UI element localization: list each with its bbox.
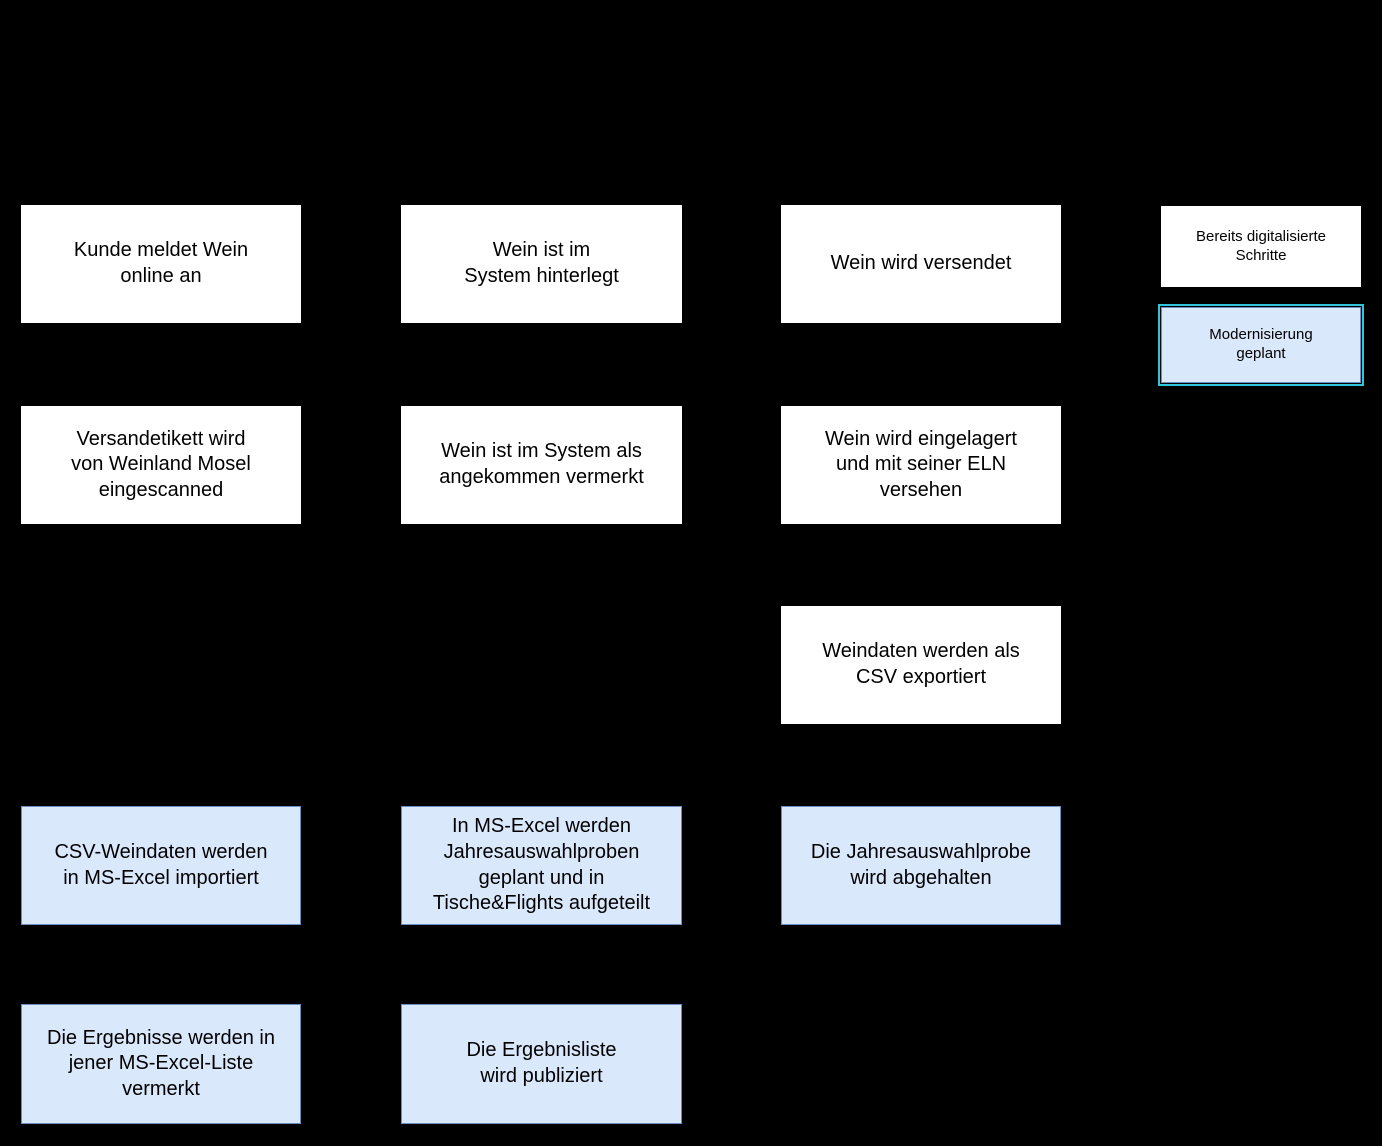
- legend-item-digitized[interactable]: Bereits digitalisierte Schritte: [1161, 206, 1361, 287]
- process-node-jahresauswahlproben-geplant[interactable]: In MS-Excel werden Jahresauswahlproben g…: [401, 806, 682, 925]
- process-node-ergebnisse-vermerkt[interactable]: Die Ergebnisse werden in jener MS-Excel-…: [21, 1004, 301, 1124]
- process-node-kunde-meldet-wein[interactable]: Kunde meldet Wein online an: [21, 205, 301, 323]
- process-node-csv-weindaten-import[interactable]: CSV-Weindaten werden in MS-Excel importi…: [21, 806, 301, 925]
- process-node-wein-im-system-hinterlegt[interactable]: Wein ist im System hinterlegt: [401, 205, 682, 323]
- process-node-versandetikett-eingescanned[interactable]: Versandetikett wird von Weinland Mosel e…: [21, 406, 301, 524]
- process-node-wein-wird-versendet[interactable]: Wein wird versendet: [781, 205, 1061, 323]
- process-node-jahresauswahlprobe-abgehalten[interactable]: Die Jahresauswahlprobe wird abgehalten: [781, 806, 1061, 925]
- legend-item-planned[interactable]: Modernisierung geplant: [1161, 307, 1361, 383]
- process-node-weindaten-csv-export[interactable]: Weindaten werden als CSV exportiert: [781, 606, 1061, 724]
- process-node-wein-eingelagert-eln[interactable]: Wein wird eingelagert und mit seiner ELN…: [781, 406, 1061, 524]
- process-node-ergebnisliste-publiziert[interactable]: Die Ergebnisliste wird publiziert: [401, 1004, 682, 1124]
- process-node-wein-angekommen-vermerkt[interactable]: Wein ist im System als angekommen vermer…: [401, 406, 682, 524]
